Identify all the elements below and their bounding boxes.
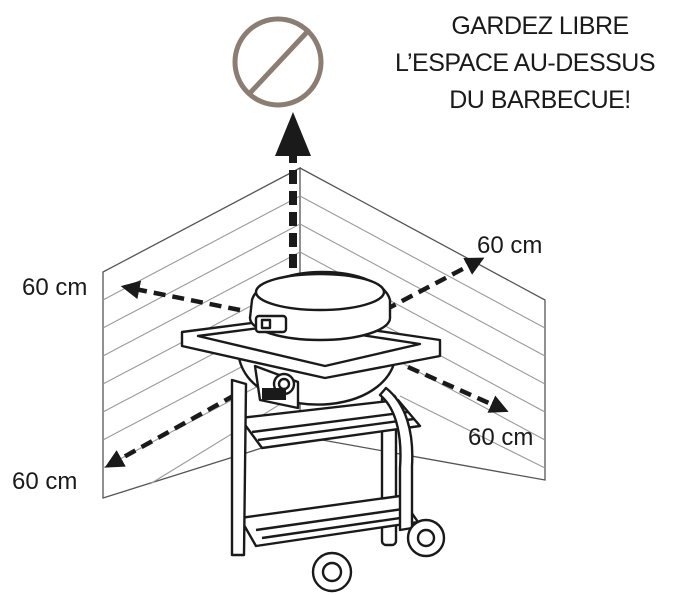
arrow-front-left — [104, 393, 237, 468]
barbecue-grill — [180, 270, 446, 593]
clearance-label-back-right: 60 cm — [477, 232, 543, 259]
no-object-sign-icon — [232, 16, 324, 108]
heading-line-1: GARDEZ LIBRE — [451, 12, 629, 40]
side-clearance-arrows — [104, 257, 509, 468]
arrow-front-right — [407, 364, 509, 413]
heading-line-2: L’ESPACE AU-DESSUS — [394, 49, 656, 77]
arrow-back-right — [383, 257, 485, 312]
clearance-label-front-right: 60 cm — [468, 424, 534, 451]
clearance-label-front-left: 60 cm — [12, 468, 78, 495]
clearance-label-back-left: 60 cm — [22, 274, 88, 301]
arrow-back-left — [120, 280, 241, 313]
up-clearance-arrow — [275, 112, 311, 268]
heading-line-3: DU BARBECUE! — [449, 86, 631, 114]
